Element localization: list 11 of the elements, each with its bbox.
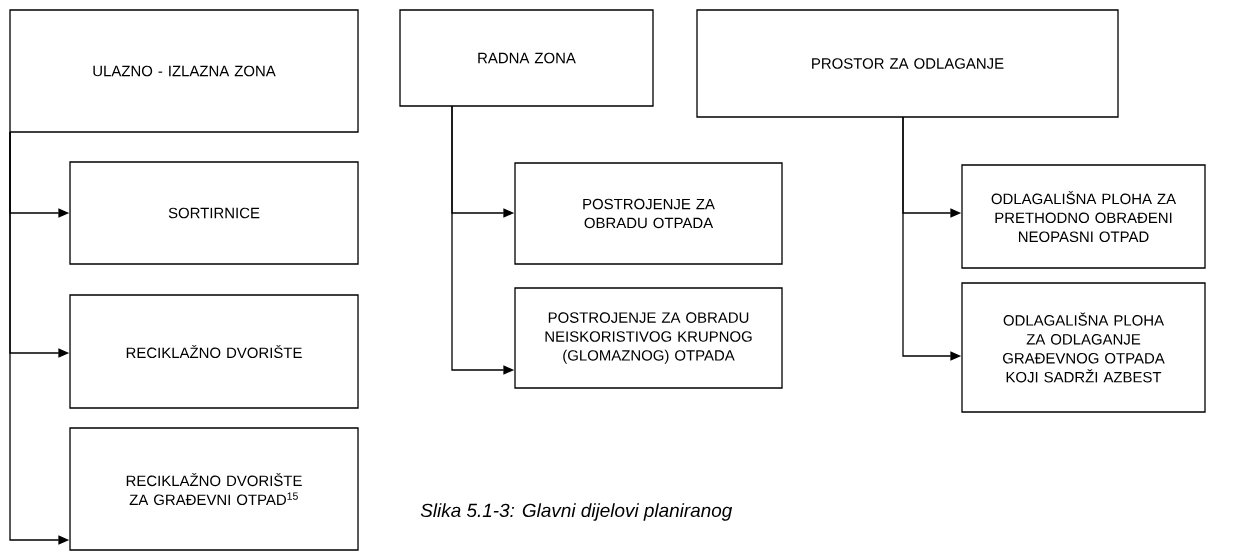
process-box: POSTROJENJE ZA OBRADU NEISKORISTIVOG KRUPNOG (GLOMAZNOG) OTPADA (514, 287, 783, 389)
process-box: SORTIRNICE (69, 161, 359, 265)
process-box: ULAZNO - IZLAZNA ZONA (9, 9, 359, 133)
process-box: RADNA ZONA (399, 9, 654, 107)
process-box: RECIKLAŽNO DVORIŠTE (69, 294, 359, 409)
process-box: ODLAGALIŠNA PLOHA ZA PRETHODNO OBRAĐENI NEOPASNI OTPAD (961, 164, 1206, 269)
process-box: ODLAGALIŠNA PLOHA ZA ODLAGANJE GRAĐEVNOG OTPADA KOJI SADRŽI AZBEST (961, 282, 1206, 413)
caption: Slika 5.1-3: Glavni dijelovi planiranog (420, 503, 733, 521)
process-box: PROSTOR ZA ODLAGANJE (696, 9, 1119, 118)
process-box: POSTROJENJE ZA OBRADU OTPADA (514, 162, 783, 265)
process-box: RECIKLAŽNO DVORIŠTE ZA GRAĐEVNI OTPAD$^{15}$ (69, 427, 359, 551)
